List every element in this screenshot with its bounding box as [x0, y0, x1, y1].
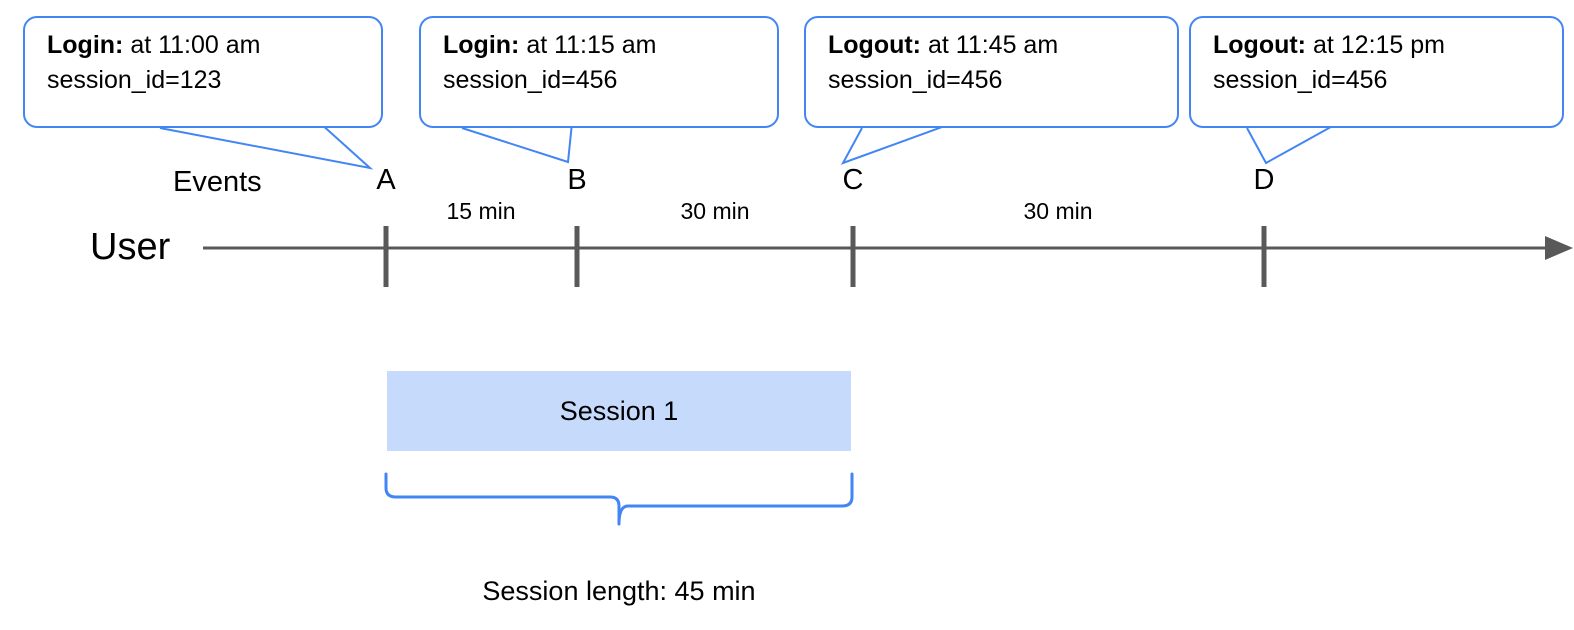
callout-b-line-1: Login: at 11:15 am	[443, 28, 761, 63]
callout-event-a: Login: at 11:00 am session_id=123	[23, 16, 383, 128]
callout-a-line-2: session_id=123	[47, 66, 222, 94]
callout-c-type: Logout:	[828, 31, 922, 59]
callout-d-line-2: session_id=456	[1213, 66, 1388, 94]
session-brace	[384, 472, 854, 526]
callout-tail-b	[461, 122, 573, 164]
callout-event-c: Logout: at 11:45 am session_id=456	[804, 16, 1179, 128]
callout-event-b: Login: at 11:15 am session_id=456	[419, 16, 779, 128]
event-letter-c: C	[842, 164, 864, 196]
callout-c-line-2: session_id=456	[828, 66, 1003, 94]
interval-label-cd: 30 min	[1023, 198, 1093, 224]
callout-a-line-1: Login: at 11:00 am	[47, 28, 365, 63]
session-bar-label: Session 1	[559, 395, 679, 426]
callout-tail-c	[840, 122, 954, 165]
timeline-axis-arrowhead	[1545, 236, 1573, 260]
callout-a-time: at 11:00 am	[130, 31, 261, 59]
event-letter-a: A	[376, 164, 396, 196]
events-row-label: Events	[173, 166, 262, 198]
callout-a-type: Login:	[47, 31, 124, 59]
callout-b-line-2: session_id=456	[443, 66, 618, 94]
callout-event-d: Logout: at 12:15 pm session_id=456	[1189, 16, 1564, 128]
callout-d-time: at 12:15 pm	[1312, 31, 1445, 59]
interval-label-ab: 15 min	[446, 198, 516, 224]
callout-d-line-1: Logout: at 12:15 pm	[1213, 28, 1546, 63]
event-letter-b: B	[567, 164, 587, 196]
interval-label-bc: 30 min	[680, 198, 750, 224]
session-bar: Session 1	[387, 371, 851, 451]
session-length-label: Session length: 45 min	[482, 576, 756, 606]
callout-tail-a	[159, 122, 374, 170]
callout-d-type: Logout:	[1213, 31, 1307, 59]
user-row-label: User	[90, 226, 171, 268]
callout-b-time: at 11:15 am	[526, 31, 657, 59]
callout-c-line-1: Logout: at 11:45 am	[828, 28, 1161, 63]
event-letter-d: D	[1253, 164, 1275, 196]
callout-tail-d	[1246, 122, 1339, 165]
callout-c-time: at 11:45 am	[927, 31, 1059, 59]
callout-b-type: Login:	[443, 31, 520, 59]
